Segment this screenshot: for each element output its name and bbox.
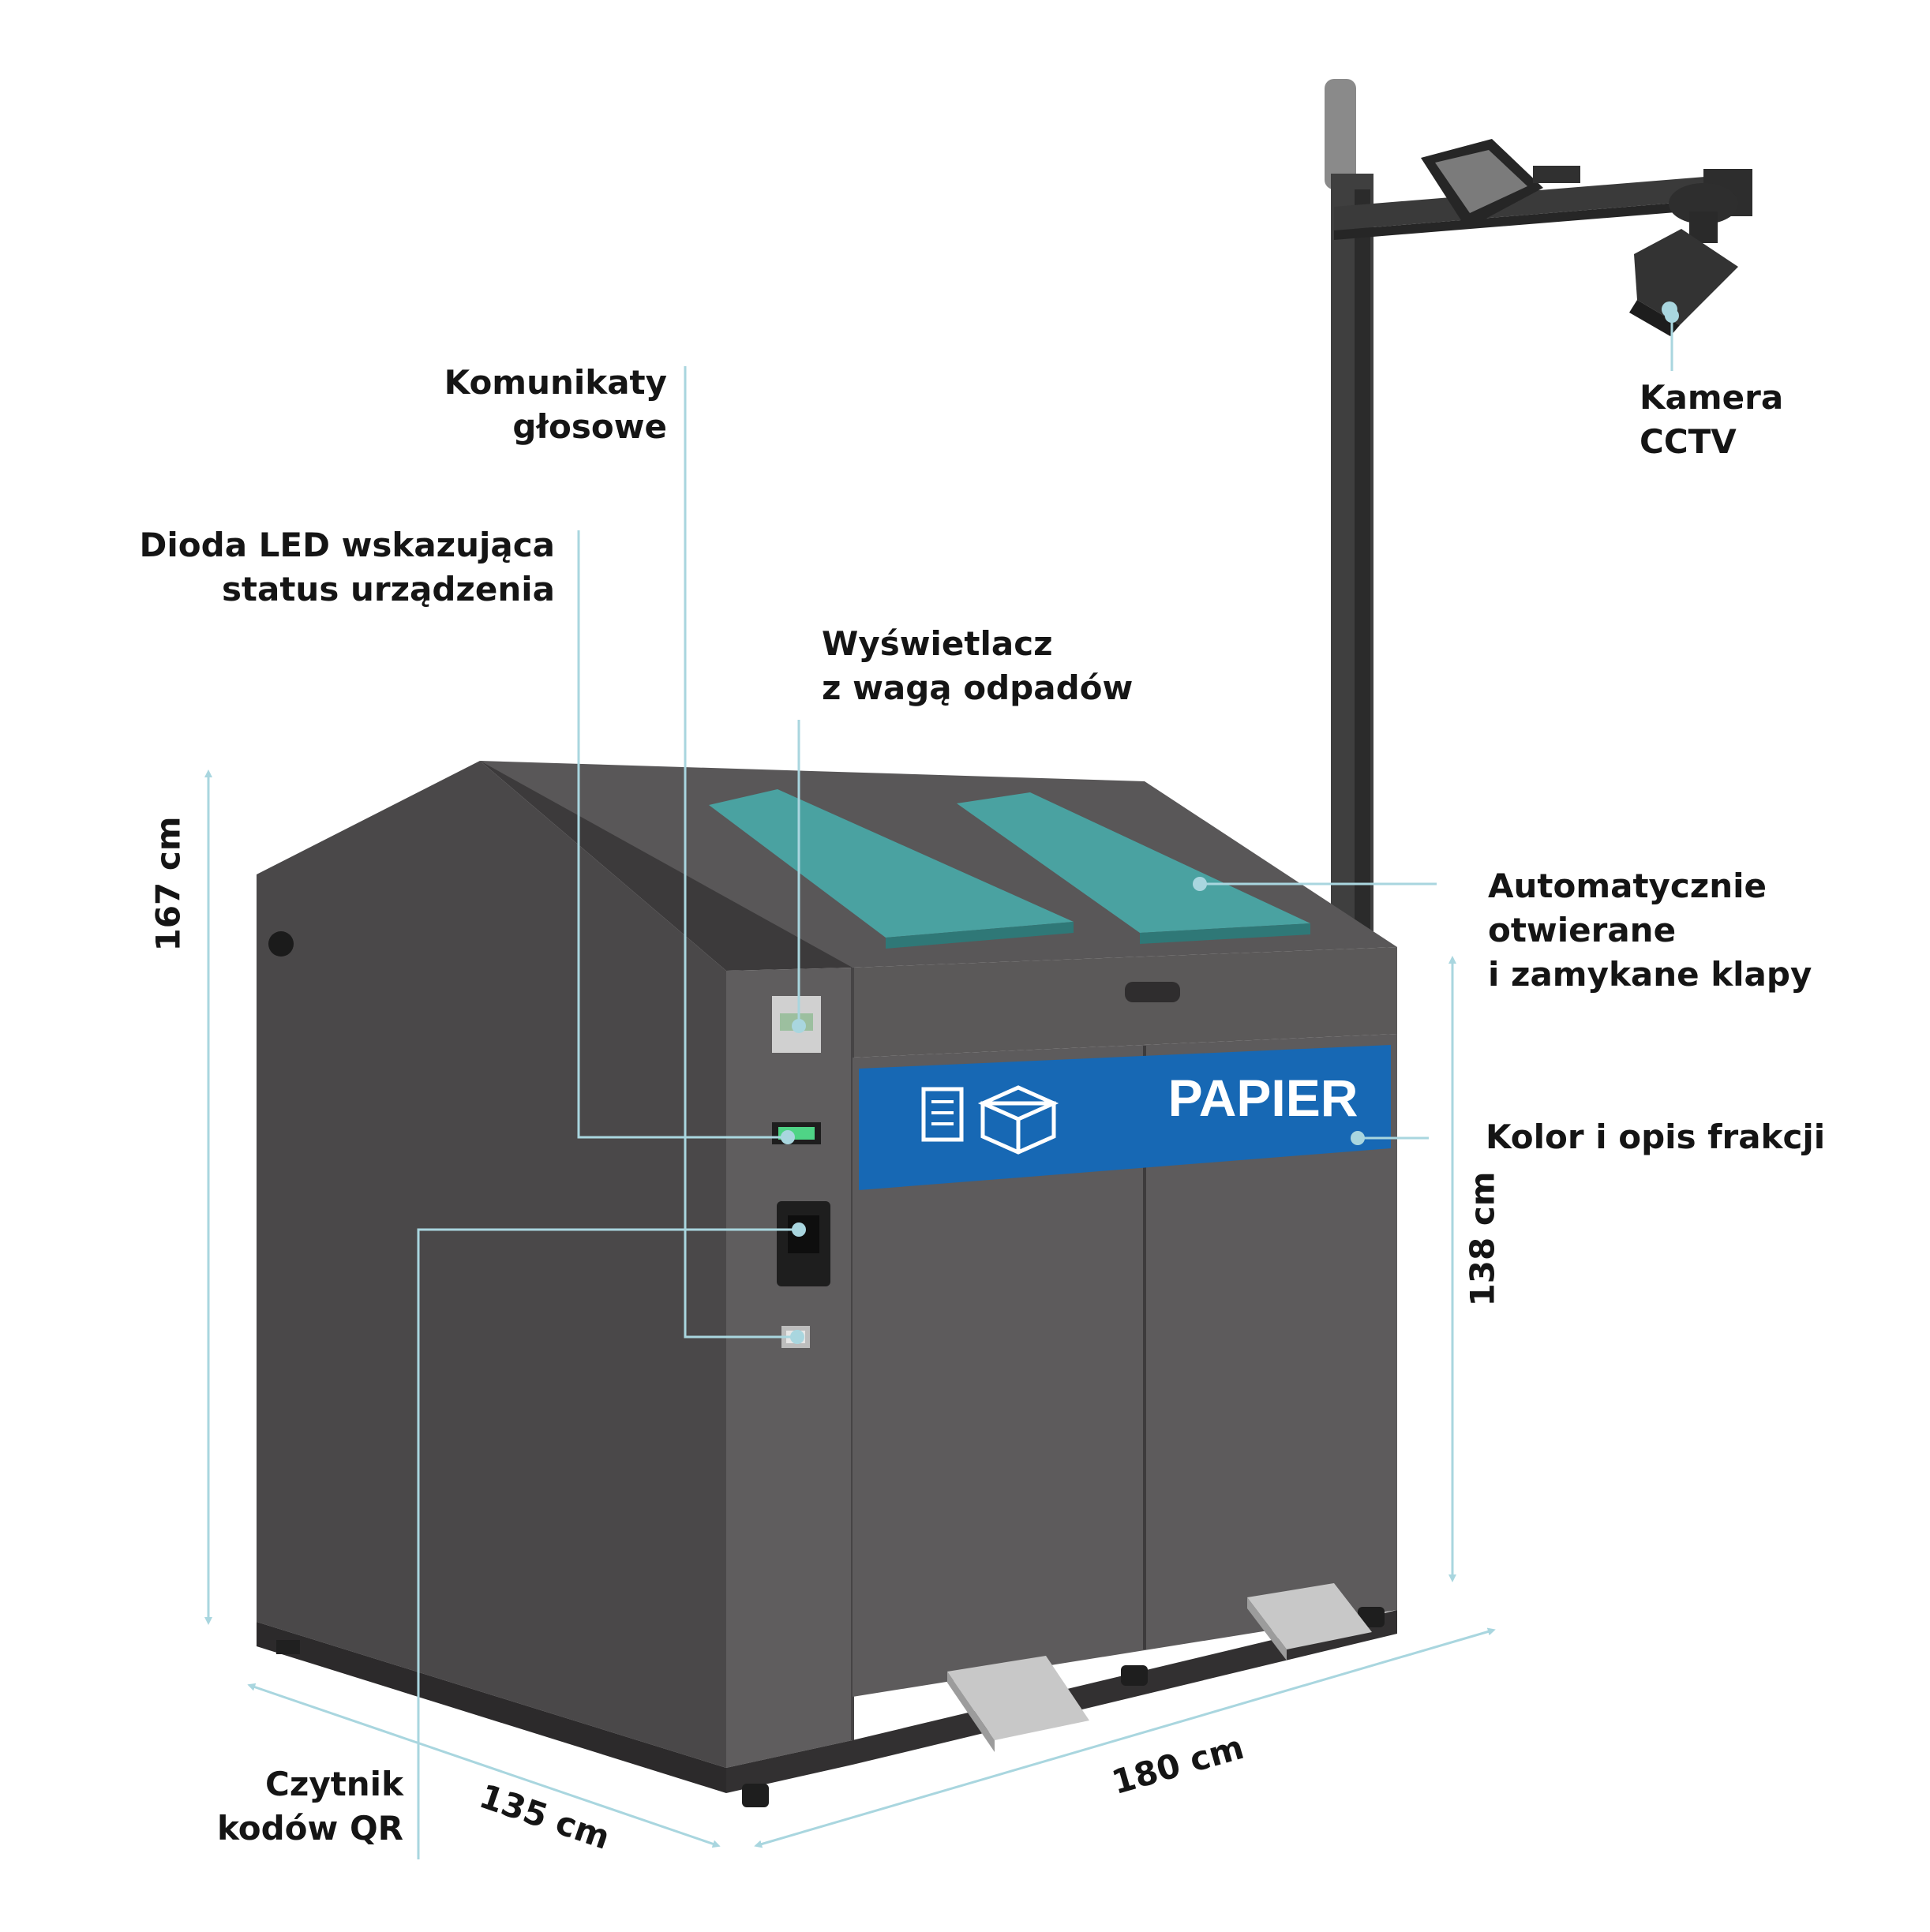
callout-line-voice [684, 366, 797, 1339]
qr-reader-icon [777, 1201, 830, 1286]
callout-fraction-label: Kolor i opis frakcji [1486, 1115, 1825, 1159]
callout-voice-line-2: głosowe [512, 407, 667, 446]
callout-voice-line-1: Komunikaty [444, 363, 667, 402]
fraction-label-panel [859, 1045, 1391, 1190]
callout-lines [417, 316, 1673, 1859]
depth-arrow [247, 1683, 721, 1848]
callout-qr-line-2: kodów QR [216, 1809, 403, 1848]
callout-flaps-line-3: i zamykane klapy [1488, 955, 1812, 994]
antenna-icon [1325, 79, 1356, 189]
callout-led-line-1: Dioda LED wskazująca [139, 526, 555, 564]
callout-flaps-line-2: otwierane [1488, 911, 1677, 949]
callout-led-label: Dioda LED wskazująca status urządzenia [140, 523, 555, 612]
width-arrow [754, 1627, 1496, 1848]
callout-display-label: Wyświetlacz z wagą odpadów [822, 622, 1133, 710]
callout-flaps-label: Automatycznie otwierane i zamykane klapy [1488, 864, 1812, 997]
callout-led-line-2: status urządzenia [221, 570, 555, 608]
callout-display-line-1: Wyświetlacz [822, 624, 1053, 663]
callout-flaps-line-1: Automatycznie [1488, 867, 1767, 905]
container-body: PAPIER [257, 761, 1397, 1807]
callout-qr-label: Czytnik kodów QR [217, 1762, 403, 1851]
cctv-camera-icon [1629, 212, 1738, 336]
callout-fraction-line-1: Kolor i opis frakcji [1486, 1118, 1826, 1156]
callout-camera-line-2: CCTV [1640, 422, 1737, 461]
dimension-height-total: 167 cm [148, 816, 188, 952]
dimension-height-front: 138 cm [1463, 1171, 1502, 1307]
floodlight-icon [1421, 139, 1580, 229]
fraction-label-text: PAPIER [1168, 1069, 1358, 1127]
callout-display-line-2: z wagą odpadów [822, 668, 1134, 707]
document-icon [921, 1087, 964, 1142]
callout-camera-label: Kamera CCTV [1640, 376, 1783, 464]
callout-line-qr [417, 1228, 799, 1859]
callout-camera-line-1: Kamera [1640, 378, 1784, 417]
callout-qr-line-1: Czytnik [265, 1765, 403, 1803]
callout-voice-label: Komunikaty głosowe [444, 361, 667, 449]
box-icon [977, 1085, 1059, 1155]
camera-pole [1325, 79, 1752, 931]
callout-line-led [577, 530, 788, 1139]
dimension-arrows [204, 769, 1496, 1848]
